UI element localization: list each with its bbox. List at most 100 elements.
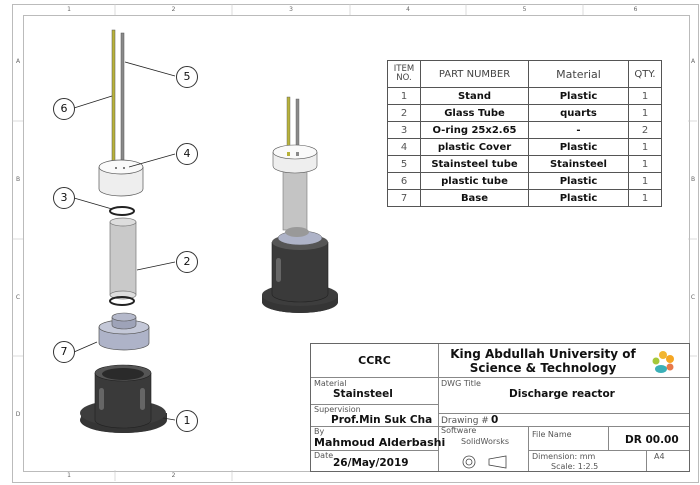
bom-item: 7 [387, 189, 421, 207]
divider [646, 450, 647, 471]
university-line-1: King Abdullah University of [450, 347, 636, 361]
drawing-number-label: Drawing # [441, 416, 489, 426]
file-name-label: File Name [532, 430, 572, 439]
sheet-outer-border [12, 4, 699, 483]
dwg-title-value: Discharge reactor [509, 388, 615, 400]
sheet-size: A4 [654, 452, 665, 461]
bom-part: O-ring 25x2.65 [420, 121, 529, 139]
bom-header-item: ITEM NO. [387, 60, 421, 88]
bom-item: 3 [387, 121, 421, 139]
bom-item: 5 [387, 155, 421, 173]
balloon-4-label: 4 [183, 147, 191, 160]
bom-item: 6 [387, 172, 421, 190]
kaust-logo-icon [652, 351, 674, 373]
bom-material: quarts [528, 104, 629, 122]
software-label: Software [441, 426, 477, 435]
bom-part: Base [420, 189, 529, 207]
bom-material: Stainsteel [528, 155, 629, 173]
balloon-1-label: 1 [183, 414, 191, 427]
zone-col-5: 5 [522, 6, 527, 13]
zone-col-2-bottom: 2 [171, 472, 176, 479]
divider [311, 426, 689, 427]
zone-row-b-right: B [690, 176, 696, 183]
bom-material: - [528, 121, 629, 139]
zone-col-3: 3 [289, 6, 293, 13]
bom-qty: 1 [628, 87, 662, 105]
divider [528, 426, 529, 471]
divider [438, 344, 439, 471]
exploded-view [80, 29, 167, 433]
base-part [98, 312, 150, 351]
zone-row-b: B [15, 176, 21, 183]
divider [438, 413, 689, 414]
balloon-5: 5 [176, 66, 198, 88]
supervision-label: Supervision [314, 405, 361, 414]
bom-qty: 2 [628, 121, 662, 139]
material-label: Material [314, 379, 347, 388]
balloon-7: 7 [53, 341, 75, 363]
title-block: CCRC King Abdullah University of Science… [310, 343, 690, 472]
bom-part: plastic Cover [420, 138, 529, 156]
balloon-6-label: 6 [60, 102, 68, 115]
supervisor-value: Prof.Min Suk Cha [331, 414, 433, 426]
zone-col-1-bottom: 1 [67, 472, 71, 479]
bom-part: plastic tube [420, 172, 529, 190]
balloon-4: 4 [176, 143, 198, 165]
stainsteel-tube-part [120, 32, 125, 164]
dwg-title-label: DWG Title [441, 379, 481, 388]
zone-col-6: 6 [633, 6, 638, 13]
bom-part: Glass Tube [420, 104, 529, 122]
bom-qty: 1 [628, 138, 662, 156]
bom-header-part: PART NUMBER [420, 60, 529, 88]
third-angle-projection-icon [462, 455, 507, 469]
bom-material: Plastic [528, 138, 629, 156]
org-name: CCRC [358, 354, 391, 367]
bom-header-row: ITEM NO. PART NUMBER Material QTY. [387, 60, 662, 88]
balloon-2-label: 2 [183, 255, 191, 268]
balloon-5-label: 5 [183, 70, 191, 83]
scale-value: Scale: 1:2.5 [551, 462, 599, 471]
balloon-3: 3 [53, 187, 75, 209]
dimension-unit: Dimension: mm [532, 452, 596, 461]
bom-qty: 1 [628, 104, 662, 122]
drawing-number-value: 0 [491, 414, 499, 426]
zone-row-d: D [15, 411, 21, 418]
plastic-cover-part [98, 159, 144, 197]
plastic-tube-part [111, 29, 116, 163]
zone-col-2: 2 [171, 6, 176, 13]
zone-row-c-right: C [690, 294, 696, 301]
bom-header-material: Material [528, 60, 629, 88]
university-line-2: Science & Technology [469, 361, 617, 375]
material-value: Stainsteel [333, 388, 393, 400]
date-value: 26/May/2019 [333, 457, 409, 469]
bom-qty: 1 [628, 172, 662, 190]
balloon-6: 6 [53, 98, 75, 120]
zone-col-1: 1 [67, 6, 71, 13]
file-name-value: DR 00.00 [625, 434, 679, 446]
bom-material: Plastic [528, 189, 629, 207]
divider [311, 377, 689, 378]
zone-row-a: A [15, 58, 21, 65]
bom-item: 2 [387, 104, 421, 122]
author-value: Mahmoud Alderbashi [314, 436, 446, 449]
bom-header-qty: QTY. [628, 60, 662, 88]
divider [528, 450, 689, 451]
zone-row-c: C [15, 294, 21, 301]
balloon-2: 2 [176, 251, 198, 273]
bom-qty: 1 [628, 189, 662, 207]
glass-tube-part [109, 217, 137, 300]
bom-item: 1 [387, 87, 421, 105]
divider [311, 404, 438, 405]
bom-item: 4 [387, 138, 421, 156]
balloon-7-label: 7 [60, 345, 68, 358]
bom-material: Plastic [528, 87, 629, 105]
zone-col-4: 4 [406, 6, 410, 13]
